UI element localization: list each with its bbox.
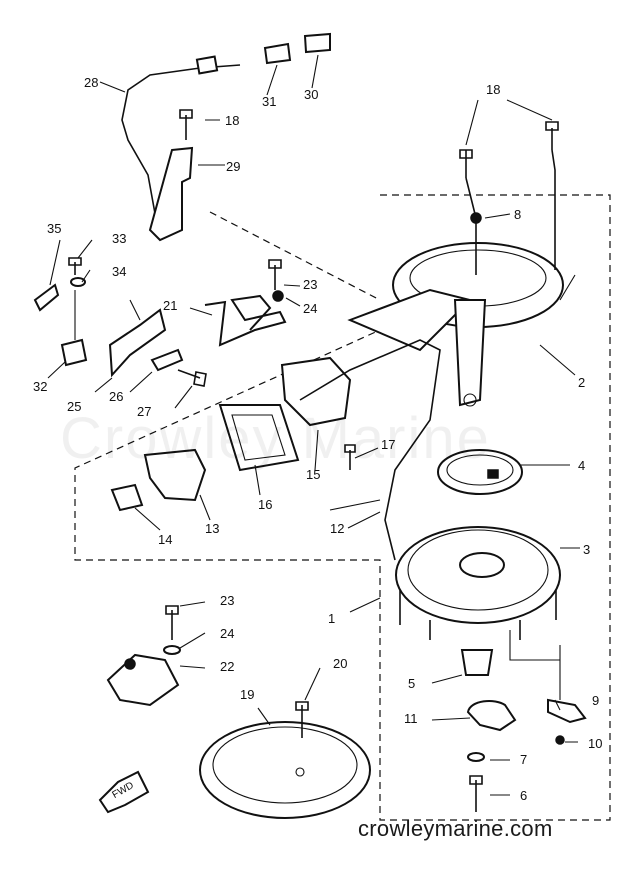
bolt-33 [68,257,82,275]
callout-5: 5 [408,676,416,691]
callout-18-top: 18 [486,82,501,97]
insert-14 [110,483,144,512]
assembly-boundary [74,194,611,821]
bushing-5 [460,649,494,676]
washer-24-upper [272,290,284,302]
callout-28: 28 [84,75,99,90]
bolt-23-lower [165,605,179,640]
bracket-29 [148,146,194,242]
callout-1: 1 [328,611,336,626]
washer-7 [467,752,485,762]
callout-3: 3 [583,542,591,557]
callout-13: 13 [205,521,220,536]
recoil-spring [437,449,523,495]
callout-27: 27 [137,404,152,419]
callout-2: 2 [578,375,586,390]
callout-7: 7 [520,752,528,767]
callout-34: 34 [112,264,127,279]
callout-23-upper: 23 [303,277,318,292]
callout-8: 8 [514,207,522,222]
callout-24-lower: 24 [220,626,235,641]
callout-11: 11 [404,711,418,726]
callout-32: 32 [33,379,48,394]
bolt-23-upper [268,259,282,290]
washer-24-lower [163,645,181,655]
callout-9: 9 [592,693,600,708]
cable-28 [121,64,241,231]
callout-23-lower: 23 [220,593,235,608]
arm-9 [547,698,587,724]
callout-4: 4 [578,458,586,473]
pin-26 [150,348,184,372]
starter-housing [347,242,564,407]
callout-22: 22 [220,659,235,674]
bolt-27 [177,369,207,387]
callout-19: 19 [240,687,255,702]
callout-17: 17 [381,437,396,452]
handle-13 [143,448,207,502]
watermark: Crowley Marine [60,406,491,471]
callout-21: 21 [163,298,178,313]
callout-35: 35 [47,221,62,236]
bezel-16 [218,404,300,472]
lever-21 [204,294,287,347]
callout-26: 26 [109,389,124,404]
bracket-22 [106,653,180,707]
callout-15: 15 [306,467,321,482]
callout-24-upper: 24 [303,301,318,316]
bolt-18-right [545,121,559,150]
fwd-arrow [98,770,150,814]
nut-10 [555,735,565,745]
callout-30: 30 [304,87,319,102]
bushing-32 [60,338,88,367]
callout-18-mid: 18 [225,113,240,128]
callout-33: 33 [112,231,127,246]
callout-25: 25 [67,399,82,414]
clip-35 [33,283,60,312]
handle-group-boundary [209,211,381,301]
site-url: crowleymarine.com [358,816,553,841]
bolt-6 [469,775,483,812]
bolt-18-left [459,149,473,178]
callout-6: 6 [520,788,528,803]
bolt-18-mid [179,109,193,140]
pawl-11 [466,699,517,732]
screw-20 [295,701,309,738]
mounting-plate-19 [199,721,371,819]
callout-14: 14 [158,532,173,547]
callout-16: 16 [258,497,273,512]
fitting-30 [303,32,331,54]
starter-pulley [395,526,561,640]
callout-29: 29 [226,159,241,174]
rope-12 [299,339,441,561]
callout-10: 10 [588,736,603,751]
callout-31: 31 [262,94,277,109]
screw-17 [344,444,356,470]
link-25 [108,308,167,378]
callout-12: 12 [330,521,345,536]
washer-34 [70,277,86,287]
callout-20: 20 [333,656,348,671]
fitting-31 [263,42,292,65]
cam-15 [280,356,352,427]
